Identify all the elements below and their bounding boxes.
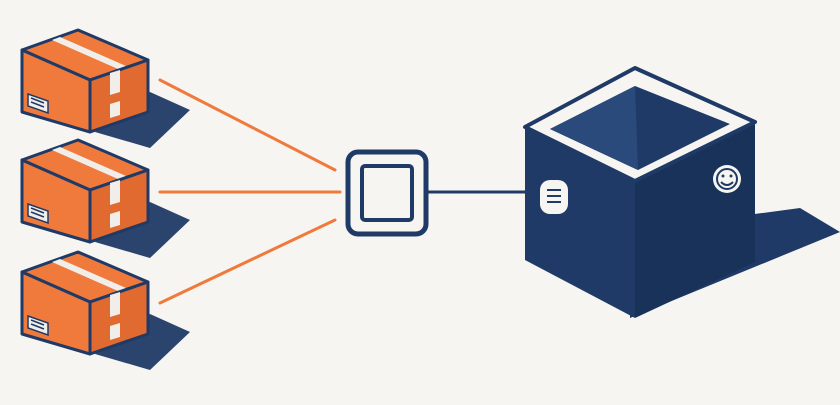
package-box-icon bbox=[20, 28, 190, 148]
package-box-icon bbox=[20, 138, 190, 258]
label-lines-icon bbox=[540, 180, 568, 214]
package-box-icon bbox=[20, 250, 190, 370]
open-box-icon bbox=[523, 66, 840, 318]
square-node-icon bbox=[345, 149, 429, 237]
connector-package-3-to-hub bbox=[158, 218, 337, 305]
connector-package-1-to-hub bbox=[158, 78, 337, 172]
smiley-badge-icon bbox=[713, 165, 741, 193]
